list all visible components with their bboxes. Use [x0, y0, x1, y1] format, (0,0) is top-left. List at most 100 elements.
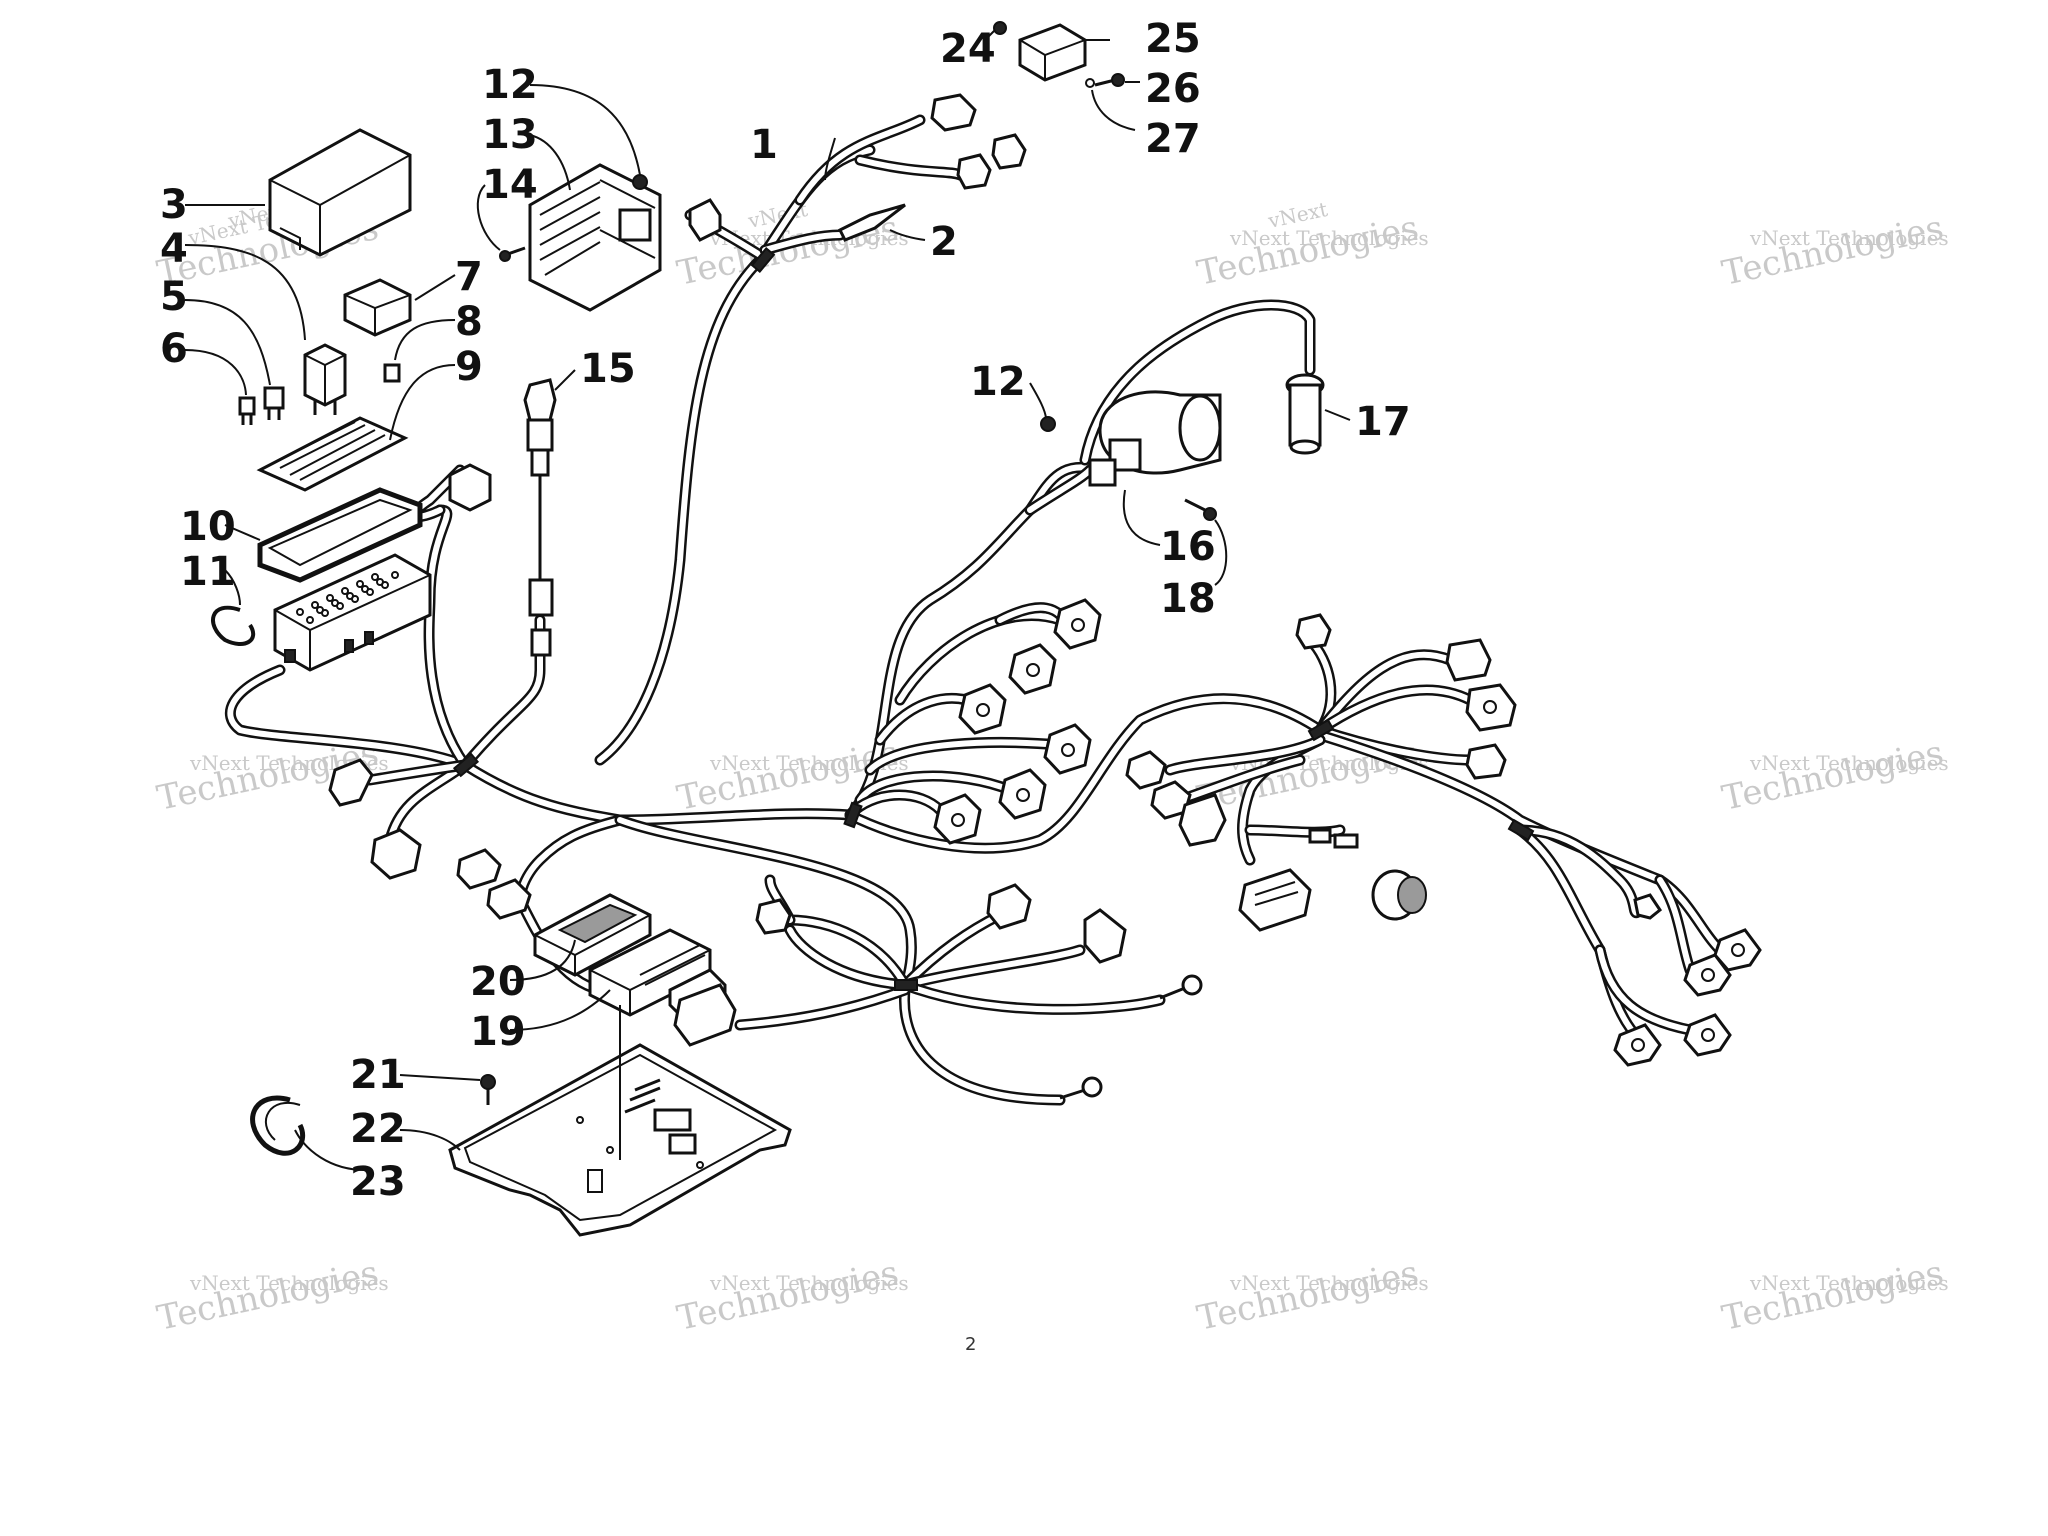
callout-9: 9	[455, 344, 483, 390]
screw-18	[1184, 498, 1217, 521]
ground-lead	[837, 203, 906, 242]
connector	[1008, 643, 1057, 695]
wire-harness	[225, 114, 1726, 1106]
ecm-cover	[533, 893, 652, 977]
fuse-6	[238, 396, 256, 425]
connector	[1683, 1013, 1732, 1057]
watermark: Technologies	[1719, 1253, 1947, 1339]
callout-11: 11	[180, 549, 236, 595]
callout-3: 3	[160, 182, 188, 228]
screw-14	[499, 246, 526, 262]
ring-terminal	[1059, 1076, 1103, 1100]
watermark: vNext Technologies	[709, 1271, 909, 1295]
tip-over-sensor	[1018, 23, 1087, 82]
connector	[1445, 638, 1492, 682]
connector	[930, 93, 1027, 190]
fuse-box-base	[273, 553, 432, 672]
callout-6: 6	[160, 326, 188, 372]
fuse-chart-label	[256, 416, 409, 492]
connector	[1465, 743, 1507, 780]
connector	[1295, 613, 1332, 650]
leader-lines	[184, 29, 1351, 1171]
callout-24: 24	[940, 26, 996, 72]
callout-12-mid: 12	[970, 359, 1026, 405]
callout-27: 27	[1145, 116, 1201, 162]
fuse-5	[263, 386, 285, 420]
washer-27	[1085, 78, 1095, 88]
watermark: Technologies	[1719, 208, 1947, 294]
callout-23: 23	[350, 1159, 406, 1205]
callout-14: 14	[482, 162, 538, 208]
callout-25: 25	[1145, 16, 1201, 62]
ring-terminal	[1159, 974, 1203, 1000]
callout-21: 21	[350, 1052, 406, 1098]
callout-15: 15	[580, 346, 636, 392]
callout-7: 7	[455, 254, 483, 300]
callout-13: 13	[482, 112, 538, 158]
watermark: Technologies	[1719, 733, 1947, 819]
connector	[1465, 683, 1517, 732]
connector	[688, 198, 722, 242]
watermark: Technologies	[1194, 1253, 1422, 1339]
callout-8: 8	[455, 299, 483, 345]
nut-12-top	[632, 174, 648, 190]
connector	[486, 878, 532, 920]
connector	[998, 768, 1047, 820]
callout-2: 2	[930, 219, 958, 265]
fuse-8	[383, 363, 401, 383]
callout-numbers: 1 2 3 4 5 6 7 8 9 10 11 12 12 13 14 15 1…	[160, 16, 1411, 1205]
connector	[448, 463, 492, 512]
connector	[755, 898, 792, 935]
callout-26: 26	[1145, 66, 1201, 112]
callout-16: 16	[1160, 524, 1216, 570]
connector	[1125, 750, 1167, 790]
watermark: vNext Technologies	[189, 1271, 389, 1295]
relay-cover	[343, 278, 412, 337]
watermark: vNext Technologies	[1749, 1271, 1949, 1295]
harness-clip-23	[250, 1095, 306, 1156]
harness-clip-11	[211, 605, 256, 646]
power-outlet	[1371, 869, 1427, 921]
oxygen-sensor	[523, 378, 557, 657]
connector	[1053, 598, 1102, 650]
ignition-coil	[1088, 390, 1222, 487]
connector	[1613, 1023, 1662, 1067]
connector	[986, 883, 1032, 930]
connector	[1683, 953, 1732, 997]
callout-12-top: 12	[482, 62, 538, 108]
callout-20: 20	[470, 959, 526, 1005]
connector	[1633, 893, 1663, 920]
connector	[1043, 723, 1092, 775]
connector	[370, 828, 422, 880]
spark-plug-boot	[1285, 373, 1325, 455]
nut-12-mid	[1040, 416, 1056, 432]
watermark: Technologies	[154, 1253, 382, 1339]
connector	[958, 683, 1007, 735]
splice-bands	[452, 246, 1535, 991]
relay	[303, 343, 347, 415]
nut-24	[993, 21, 1007, 35]
screw-21	[480, 1074, 496, 1105]
connector	[328, 758, 374, 807]
connector	[933, 793, 982, 845]
callout-5: 5	[160, 274, 188, 320]
fuse-box-gasket	[257, 487, 423, 583]
callout-1: 1	[750, 122, 778, 168]
watermark: vNext Technologies	[1229, 226, 1429, 250]
watermark: vNext Technologies	[1229, 1271, 1429, 1295]
diagnostic-connector	[1238, 868, 1312, 932]
watermark: Technologies	[674, 1253, 902, 1339]
callout-22: 22	[350, 1106, 406, 1152]
connector	[673, 983, 737, 1047]
screw-26	[1094, 73, 1125, 87]
callout-4: 4	[160, 226, 188, 272]
fuse-box-cover	[268, 128, 412, 257]
watermark: vNext Technologies	[1749, 226, 1949, 250]
connector	[1178, 793, 1227, 847]
callout-19: 19	[470, 1009, 526, 1055]
connector	[456, 848, 502, 890]
page-mark: 2	[965, 1334, 976, 1355]
callout-10: 10	[180, 504, 236, 550]
fuse-holder	[1308, 828, 1359, 849]
